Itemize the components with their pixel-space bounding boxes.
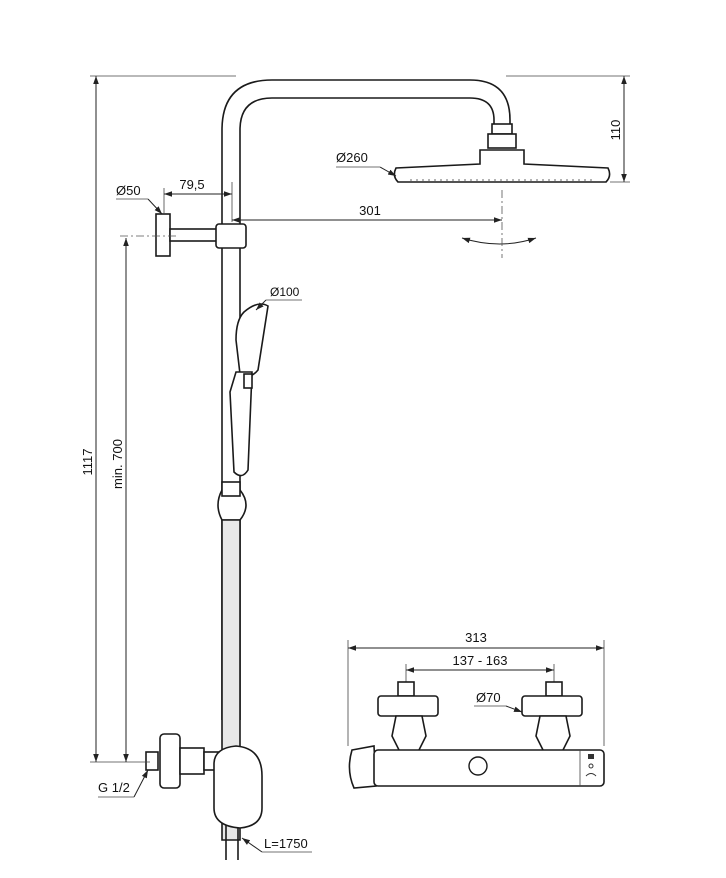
dim-g12-label: G 1/2: [98, 780, 130, 795]
left-inlet-thread: [397, 681, 415, 697]
dim-70-label: Ø70: [476, 690, 501, 705]
dim-700-label: min. 700: [110, 439, 125, 489]
thermostat-handle: [348, 745, 377, 789]
dim-301-label: 301: [359, 203, 381, 218]
dim-110-label: 110: [608, 120, 623, 141]
mixer-side-body: [213, 745, 263, 829]
dim-260-pointer: [379, 166, 397, 177]
riser-arm: [221, 79, 511, 720]
wall-bracket-flange: [155, 213, 171, 257]
right-nut: [535, 715, 571, 753]
mixer-logo-mark: [588, 754, 594, 759]
wall-bracket-clamp: [215, 223, 247, 249]
right-inlet-thread: [545, 681, 563, 697]
inlet-nut: [179, 747, 205, 775]
riser-arm-inner: [239, 97, 495, 720]
left-flange: [377, 695, 439, 717]
wall-bracket-arm: [169, 228, 221, 242]
dim-50-pointer: [147, 198, 163, 215]
dim-g12-pointer: [133, 769, 149, 798]
rotation-arrow: [461, 237, 537, 245]
right-flange: [521, 695, 583, 717]
dim-313-label: 313: [465, 630, 487, 645]
inlet-thread: [145, 751, 159, 771]
mixer-wave-icon: [585, 773, 597, 777]
dim-l1750-label: L=1750: [264, 836, 308, 851]
dim-1117-label: 1117: [80, 449, 95, 476]
mixer-button: [468, 756, 488, 776]
dim-137-label: 137 - 163: [453, 653, 508, 668]
left-nut: [391, 715, 427, 753]
dim-260-label: Ø260: [336, 150, 368, 165]
overhead-shower-head: [393, 149, 611, 183]
mixer-body: [373, 749, 605, 787]
dim-70-pointer: [505, 705, 523, 713]
hand-shower-head: [235, 303, 269, 378]
dim-l1750-pointer: [241, 837, 263, 853]
holder-clip: [221, 481, 241, 497]
mixer-dot: [588, 763, 594, 769]
hand-shower-handle: [229, 371, 253, 477]
head-connector: [487, 133, 517, 149]
head-connector-nut: [491, 123, 513, 135]
dim-100-pointer: [255, 299, 267, 311]
dim-50-label: Ø50: [116, 183, 141, 198]
dim-100-label: Ø100: [270, 285, 300, 299]
inlet-flange: [159, 733, 181, 789]
hand-shower-button: [243, 373, 253, 389]
dim-795-label: 79,5: [179, 177, 204, 192]
